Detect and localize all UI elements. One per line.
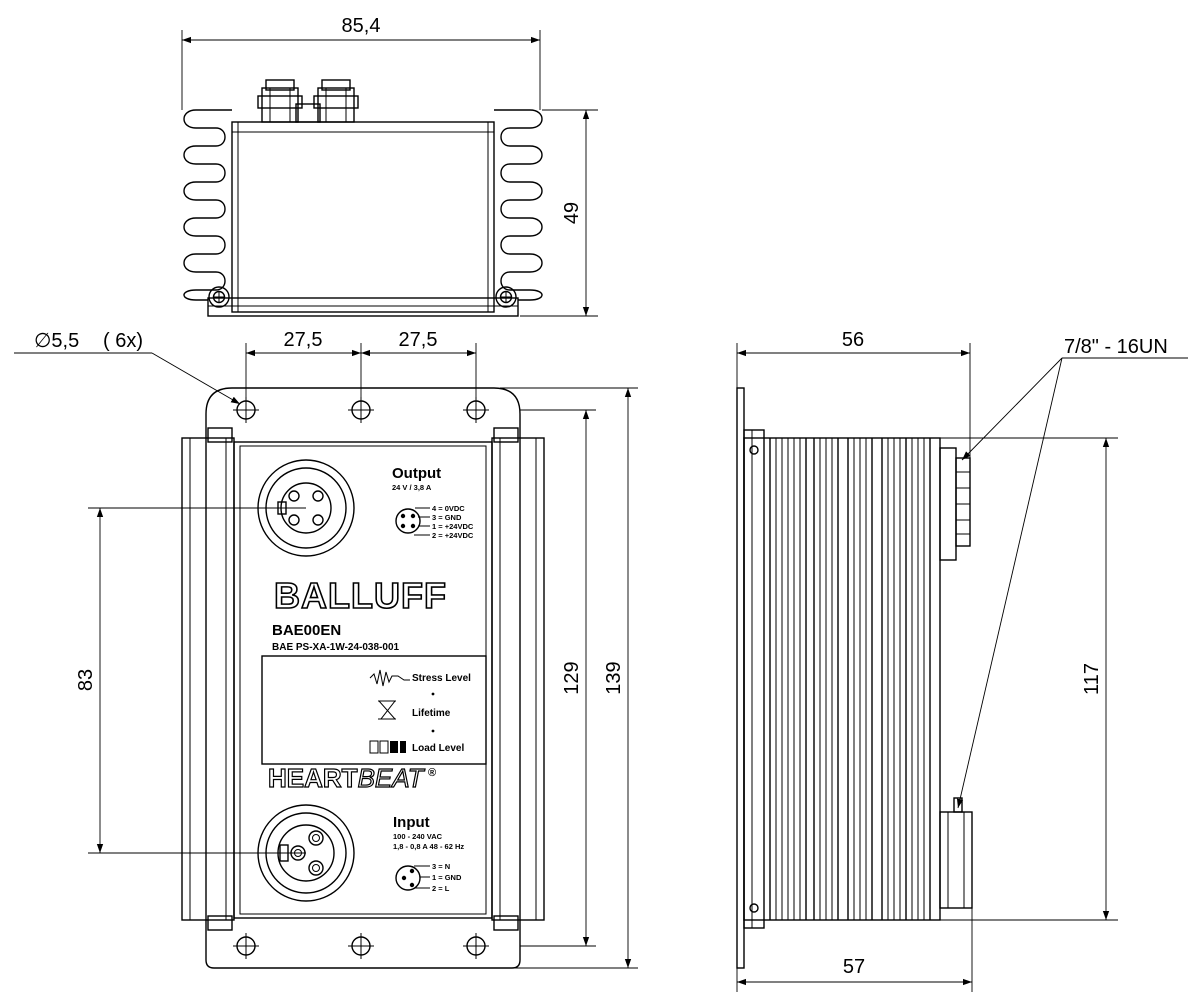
- output-pinout-icon: [395, 508, 421, 534]
- stress-level-label: Stress Level: [412, 673, 471, 684]
- dim-body-height: 129: [561, 661, 583, 694]
- screw-icon: [495, 286, 517, 308]
- heartbeat-registered: ®: [428, 767, 436, 779]
- input-title: Input: [393, 814, 430, 831]
- load-bars-icon: [369, 740, 406, 754]
- output-title: Output: [392, 465, 441, 482]
- output-pin-3: 3 = GND: [432, 513, 462, 522]
- input-current: 1,8 - 0,8 A 48 - 62 Hz: [393, 842, 464, 851]
- thread-spec-label: 7/8" - 16UN: [1064, 336, 1168, 358]
- side-input-connector: [939, 797, 973, 909]
- dim-side-height: 117: [1081, 663, 1103, 695]
- dim-overall-height: 139: [603, 661, 625, 694]
- output-pin-1: 1 = +24VDC: [432, 522, 474, 531]
- dim-pitch-left: 27,5: [284, 329, 323, 351]
- side-heatsink-fins: [769, 438, 931, 920]
- input-connector: [257, 804, 355, 902]
- side-view: 56 57 117 7/8" - 16UN: [736, 329, 1188, 992]
- dim-pitch-right: 27,5: [399, 329, 438, 351]
- front-view: Output 24 V / 3,8 A 4 = 0VDC 3 = GND 1 =…: [14, 329, 638, 969]
- dim-connector-spacing: 83: [75, 669, 97, 691]
- brand-logo: BALLUFF: [274, 575, 447, 616]
- lifetime-label: Lifetime: [412, 708, 451, 719]
- heartbeat-logo: HEARTBEAT: [268, 763, 426, 793]
- screw-icon: [208, 286, 230, 308]
- stress-wave-icon: [369, 669, 410, 687]
- input-pin-3: 3 = N: [432, 862, 450, 871]
- input-voltage: 100 - 240 VAC: [393, 832, 443, 841]
- input-pin-2: 2 = L: [432, 884, 450, 893]
- mounting-holes: [233, 397, 489, 959]
- dim-hole-count: ( 6x): [103, 330, 143, 352]
- input-pin-1: 1 = GND: [432, 873, 462, 882]
- status-display: [261, 655, 487, 765]
- model-code: BAE00EN: [272, 622, 341, 639]
- dim-hole-diameter: ∅5,5: [34, 330, 79, 352]
- top-view: 85,4 49: [181, 15, 598, 317]
- load-level-label: Load Level: [412, 743, 464, 754]
- output-pin-2: 2 = +24VDC: [432, 531, 474, 540]
- input-pinout-icon: [395, 865, 421, 891]
- left-heatsink-fins: [183, 109, 232, 301]
- dim-top-width: 85,4: [342, 15, 381, 37]
- dim-side-depth-bottom: 57: [843, 956, 865, 978]
- dim-top-height: 49: [561, 202, 583, 224]
- top-connectors: [257, 79, 359, 123]
- model-name: BAE PS-XA-1W-24-038-001: [272, 642, 400, 653]
- dim-side-depth-top: 56: [842, 329, 864, 351]
- hourglass-icon: [377, 700, 397, 720]
- right-heatsink-fins: [494, 109, 543, 301]
- output-rating: 24 V / 3,8 A: [392, 483, 432, 492]
- side-output-connector: [939, 447, 971, 561]
- output-pin-4: 4 = 0VDC: [432, 504, 465, 513]
